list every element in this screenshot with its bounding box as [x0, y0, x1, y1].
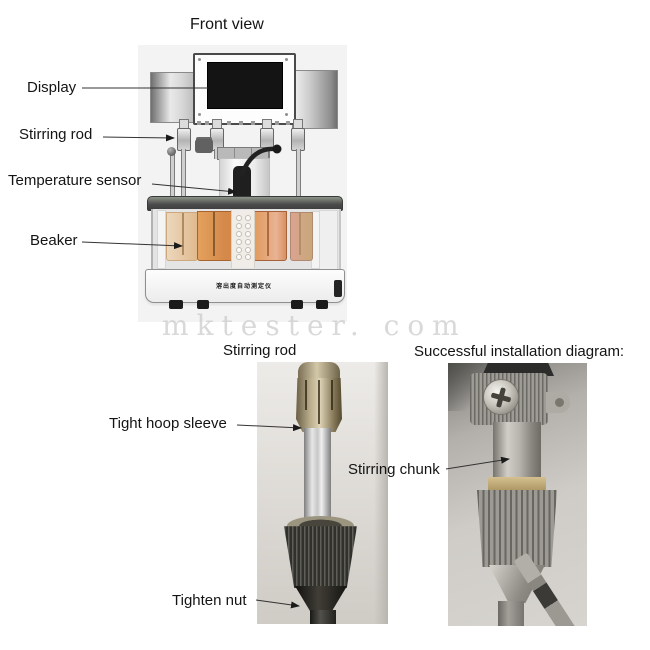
sampling-valve	[195, 139, 213, 153]
stirring-rod-section-title: Stirring rod	[223, 342, 297, 359]
stirring-rod-shaft	[296, 149, 301, 200]
device-foot	[316, 300, 328, 309]
rod-shaft	[304, 428, 331, 522]
front-view-title: Front view	[190, 16, 264, 33]
guide-rod-knob	[167, 147, 176, 156]
mount-plate	[482, 363, 554, 376]
installation-photo	[448, 363, 587, 626]
connector-tab	[286, 121, 290, 125]
bath-post	[319, 210, 338, 271]
tighten-nut	[284, 526, 357, 588]
connector-tab	[251, 121, 255, 125]
brass-ring	[488, 477, 546, 492]
installation-section-title: Successful installation diagram:	[414, 343, 625, 360]
photo-shading	[374, 362, 388, 624]
beaker-3	[253, 211, 287, 261]
lower-rod	[498, 601, 524, 626]
label-stirring-rod: Stirring rod	[19, 126, 93, 143]
bath-post	[157, 210, 166, 269]
guide-rod	[170, 154, 175, 202]
bezel-screw	[285, 58, 288, 61]
in-beaker-stirrer	[299, 213, 301, 255]
beaker-2	[197, 211, 233, 261]
device-base-marking: 溶出度自动测定仪	[215, 284, 272, 290]
lower-rod	[310, 610, 336, 624]
connector-tab	[205, 121, 209, 125]
in-beaker-stirrer	[182, 213, 184, 255]
watermark: mktester. com	[162, 309, 467, 342]
device-foot	[197, 300, 209, 309]
bezel-screw	[285, 113, 288, 116]
label-temperature-sensor: Temperature sensor	[8, 172, 142, 189]
device-base	[145, 269, 345, 303]
label-beaker: Beaker	[30, 232, 78, 249]
connector-tab	[227, 121, 231, 125]
beaker-4	[290, 212, 313, 261]
connector-tab	[239, 121, 243, 125]
device-foot	[169, 300, 183, 309]
display-screen	[207, 62, 283, 109]
power-switch	[334, 280, 342, 297]
hoop-sleeve-cap	[298, 362, 340, 380]
bracket-tab	[546, 392, 570, 413]
bubble-column	[231, 210, 255, 268]
tight-hoop-sleeve	[296, 378, 342, 432]
knurled-nut	[477, 490, 557, 567]
device-left-housing	[150, 72, 195, 123]
stirring-rod-shaft	[181, 149, 186, 200]
in-beaker-stirrer	[213, 212, 215, 256]
in-beaker-stirrer	[267, 212, 269, 256]
label-display: Display	[27, 79, 77, 96]
connector-tab	[197, 121, 201, 125]
rod-collet	[177, 128, 191, 151]
label-tight-hoop-sleeve: Tight hoop sleeve	[109, 415, 227, 432]
stirring-chunk	[493, 422, 541, 480]
connector-tab	[275, 121, 279, 125]
bezel-screw	[198, 113, 201, 116]
label-tighten-nut: Tighten nut	[172, 592, 247, 609]
phillips-screw	[484, 380, 518, 414]
device-foot	[291, 300, 303, 309]
bezel-screw	[198, 58, 201, 61]
label-stirring-chunk: Stirring chunk	[348, 461, 440, 478]
rod-collet	[291, 128, 305, 151]
nut-cone	[295, 586, 347, 612]
stirring-rod-photo	[257, 362, 388, 624]
